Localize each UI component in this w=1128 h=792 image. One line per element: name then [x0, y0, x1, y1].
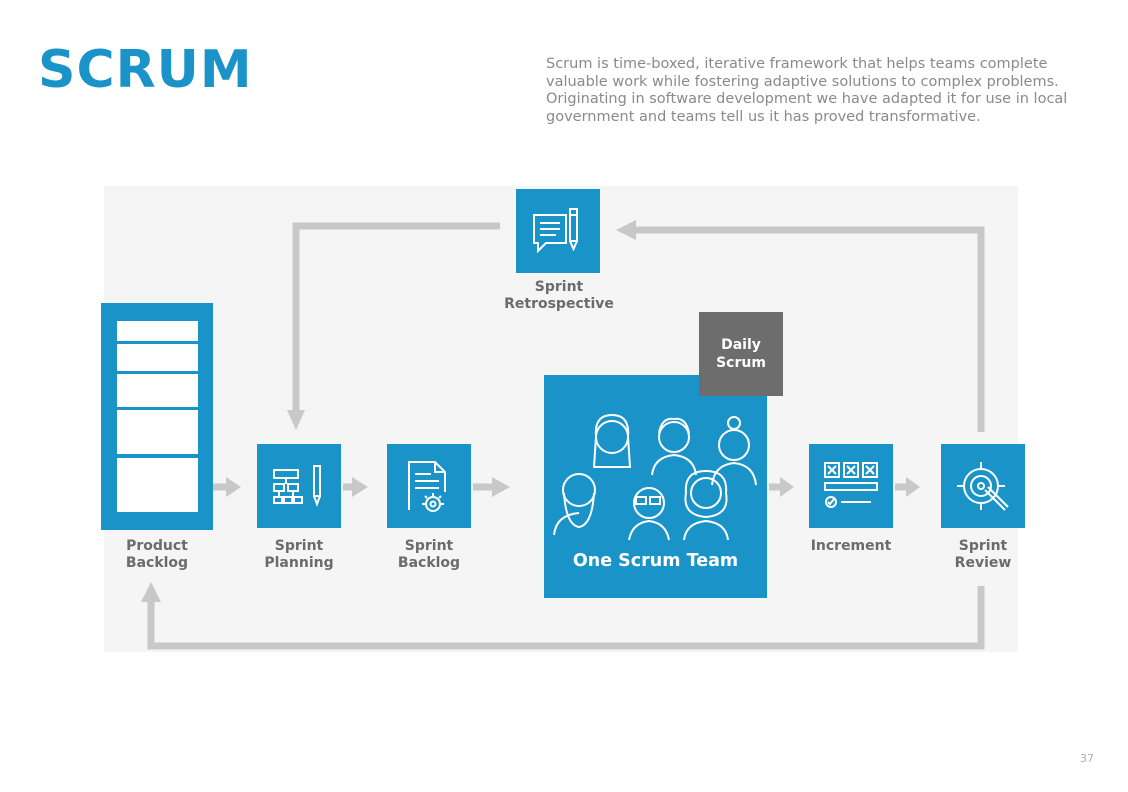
sprint-planning-label: Sprint Planning	[264, 538, 334, 571]
arrowhead-product-backlog	[141, 582, 161, 602]
increment-label: Increment	[810, 538, 892, 554]
increment-box	[809, 444, 893, 528]
sprint-backlog-box	[387, 444, 471, 528]
connector-retro-to-planning	[292, 222, 500, 410]
arrowhead-3	[492, 477, 510, 497]
description-text: Scrum is time-boxed, iterative framework…	[546, 56, 1068, 125]
arrowhead-4	[780, 477, 794, 497]
page-number: 37	[1080, 752, 1094, 765]
sprint-backlog-label: Sprint Backlog	[397, 538, 461, 571]
daily-scrum-box: Daily Scrum	[699, 312, 783, 396]
document-gear-icon	[408, 461, 446, 512]
daily-scrum-label-1: Daily	[721, 337, 761, 353]
sprint-retrospective-label: Sprint Retrospective	[504, 279, 614, 312]
product-backlog-label: Product Backlog	[125, 538, 189, 571]
flowchart-pencil-icon	[273, 465, 321, 507]
checkbox-list-icon	[824, 462, 878, 508]
connector-review-to-backlog	[147, 586, 985, 650]
page-title: SCRUM	[38, 40, 253, 100]
arrowhead-planning	[287, 410, 305, 430]
arrowhead-2	[352, 477, 368, 497]
one-scrum-team-box	[544, 375, 767, 598]
arrowhead-retro	[616, 220, 636, 240]
one-scrum-team-label: One Scrum Team	[572, 551, 739, 571]
backlog-list-icon	[117, 321, 198, 512]
sprint-retrospective-box	[516, 189, 600, 273]
sprint-review-box	[941, 444, 1025, 528]
connector-review-to-retro	[636, 226, 985, 432]
arrowhead-5	[906, 477, 920, 497]
target-icon	[957, 462, 1009, 511]
sprint-planning-box	[257, 444, 341, 528]
team-people-icon	[553, 413, 757, 541]
sprint-review-label: Sprint Review	[954, 538, 1012, 571]
chat-pencil-icon	[533, 208, 578, 254]
arrowhead-1	[226, 477, 241, 497]
daily-scrum-label-2: Scrum	[716, 355, 766, 371]
product-backlog-box	[101, 303, 213, 530]
